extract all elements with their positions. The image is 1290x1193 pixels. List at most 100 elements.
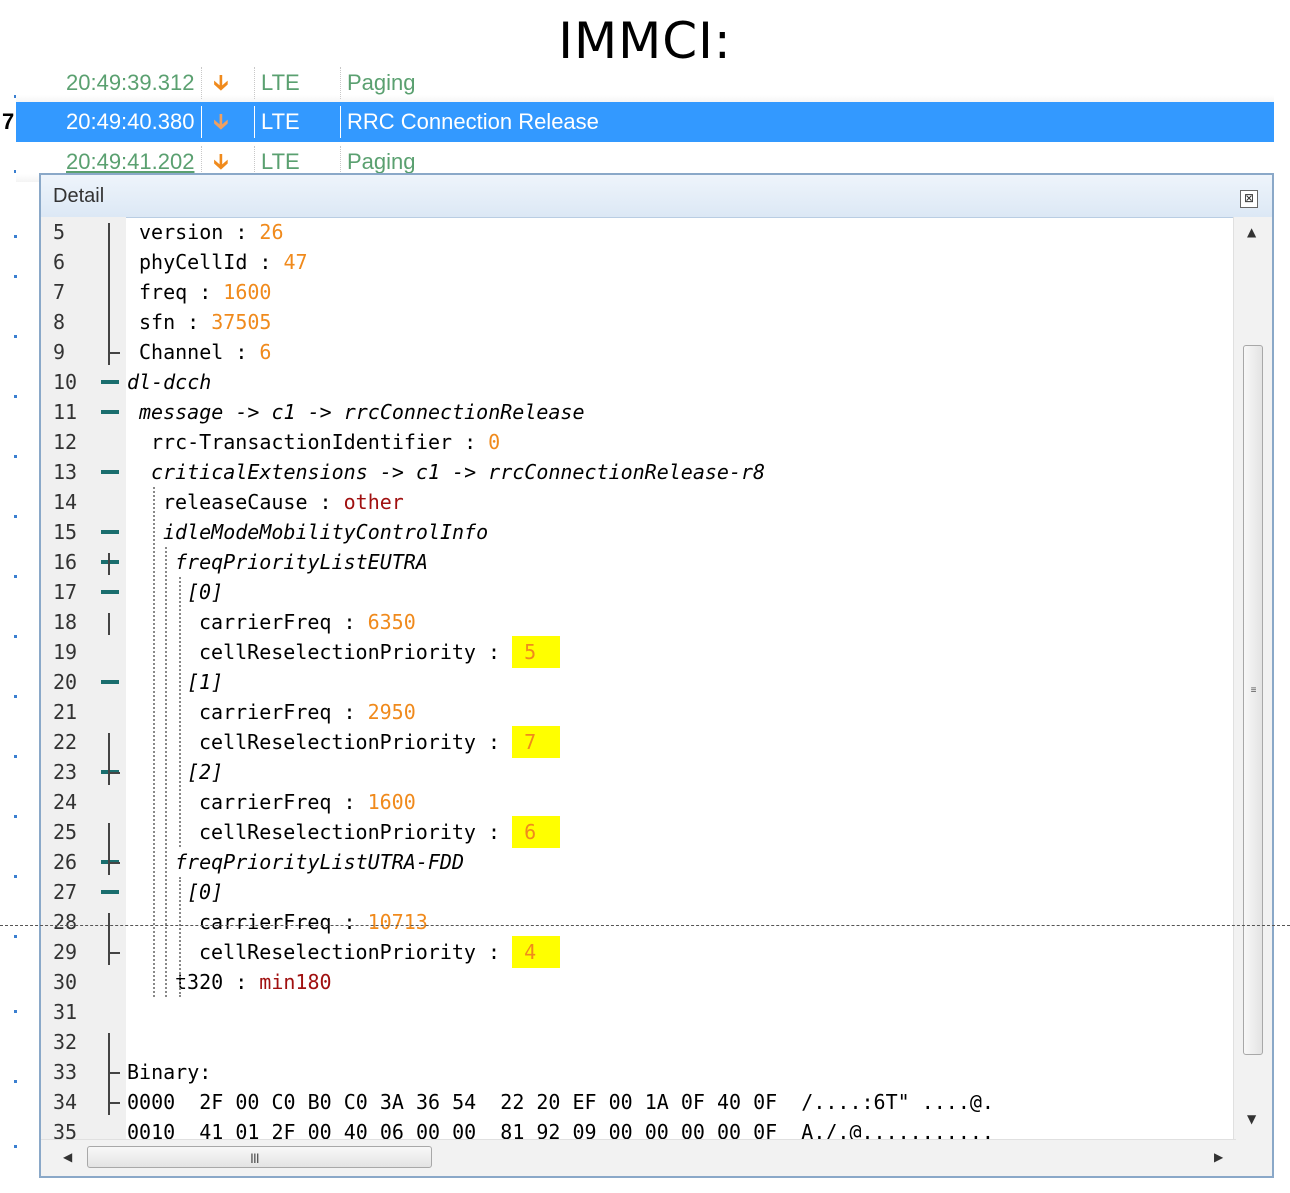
- scroll-left-icon[interactable]: ◀: [63, 1150, 73, 1164]
- vertical-scrollbar[interactable]: ▲ ≡ ▼: [1233, 217, 1272, 1142]
- field-value: 26: [259, 220, 284, 244]
- line-number: 33: [53, 1060, 78, 1084]
- collapse-icon[interactable]: [101, 560, 119, 564]
- field-name: [0]: [187, 880, 224, 904]
- code-line[interactable]: 32: [41, 1027, 1236, 1057]
- field-name: carrierFreq: [199, 790, 332, 814]
- collapse-icon[interactable]: [101, 410, 119, 414]
- field-value: 0: [488, 430, 501, 454]
- downlink-arrow-icon: 🡳: [213, 70, 229, 95]
- field-separator: :: [307, 490, 344, 514]
- log-row[interactable]: 20:49:39.312 🡳 LTE Paging: [16, 63, 1274, 103]
- field-name: t320: [175, 970, 224, 994]
- field-name: message -> c1 -> rrcConnectionRelease: [139, 400, 585, 424]
- code-line[interactable]: 17[0]: [41, 577, 1236, 607]
- field-separator: :: [475, 940, 513, 964]
- highlighted-priority-value: 5: [512, 636, 561, 668]
- close-icon[interactable]: ⊠: [1240, 190, 1258, 208]
- line-number: 18: [53, 610, 78, 634]
- field-name: cellReselectionPriority: [199, 940, 476, 964]
- field-value: 6: [259, 340, 272, 364]
- tree-connector: [108, 823, 110, 875]
- code-line[interactable]: 33 Binary:: [41, 1057, 1236, 1087]
- code-line[interactable]: 23[2]: [41, 757, 1236, 787]
- field-name: [1]: [187, 670, 224, 694]
- collapse-icon[interactable]: [101, 380, 119, 384]
- field-name: carrierFreq: [199, 610, 332, 634]
- field-name: criticalExtensions -> c1 -> rrcConnectio…: [151, 460, 766, 484]
- log-tech: LTE: [261, 149, 300, 174]
- highlighted-priority-value: 7: [512, 726, 561, 758]
- field-name: Binary:: [127, 1060, 212, 1084]
- line-number-gutter: [41, 217, 126, 1142]
- tree-connector: [108, 1033, 110, 1115]
- collapse-icon[interactable]: [101, 890, 119, 894]
- collapse-icon[interactable]: [101, 680, 119, 684]
- collapse-icon[interactable]: [101, 590, 119, 594]
- scroll-right-icon[interactable]: ▶: [1214, 1150, 1224, 1164]
- code-line[interactable]: 20 [1]: [41, 667, 1236, 697]
- tree-connector: [108, 733, 110, 785]
- scroll-down-icon[interactable]: ▼: [1247, 1112, 1257, 1126]
- log-row-selected[interactable]: 7 20:49:40.380 🡳 LTE RRC Connection Rele…: [2, 102, 1274, 142]
- field-name: Channel: [139, 340, 224, 364]
- field-name: sfn: [139, 310, 176, 334]
- log-time: 20:49:39.312: [66, 70, 195, 95]
- horizontal-scroll-thumb[interactable]: III: [87, 1146, 432, 1168]
- log-message: RRC Connection Release: [347, 109, 599, 134]
- field-name: [0]: [187, 580, 224, 604]
- field-name: phyCellId: [139, 250, 248, 274]
- scroll-up-icon[interactable]: ▲: [1247, 225, 1257, 239]
- field-name: rrc-TransactionIdentifier: [151, 430, 453, 454]
- collapse-icon[interactable]: [101, 530, 119, 534]
- vertical-scroll-thumb[interactable]: ≡: [1243, 345, 1263, 1055]
- code-line[interactable]: 27[0]: [41, 877, 1236, 907]
- field-name: dl-dcch: [127, 370, 212, 394]
- collapse-icon[interactable]: [101, 470, 119, 474]
- field-separator: :: [247, 250, 284, 274]
- line-number: 20: [53, 670, 78, 694]
- code-line[interactable]: 31: [41, 997, 1236, 1027]
- left-edge-strip: [0, 75, 17, 1185]
- log-time: 20:49:41.202: [66, 149, 195, 174]
- horizontal-scrollbar[interactable]: ◀ III ▶: [41, 1139, 1236, 1176]
- field-name: cellReselectionPriority: [199, 820, 476, 844]
- grip-icon: ≡: [1250, 685, 1257, 696]
- line-number: 22: [53, 730, 78, 754]
- tree-connector: [108, 952, 120, 954]
- field-value: 6350: [367, 610, 416, 634]
- grip-icon: III: [250, 1150, 260, 1166]
- field-separator: :: [475, 640, 513, 664]
- field-separator: :: [331, 790, 368, 814]
- field-separator: :: [475, 730, 513, 754]
- row-marker: 7: [2, 109, 15, 134]
- field-value: min180: [259, 970, 332, 994]
- field-name: [2]: [187, 760, 224, 784]
